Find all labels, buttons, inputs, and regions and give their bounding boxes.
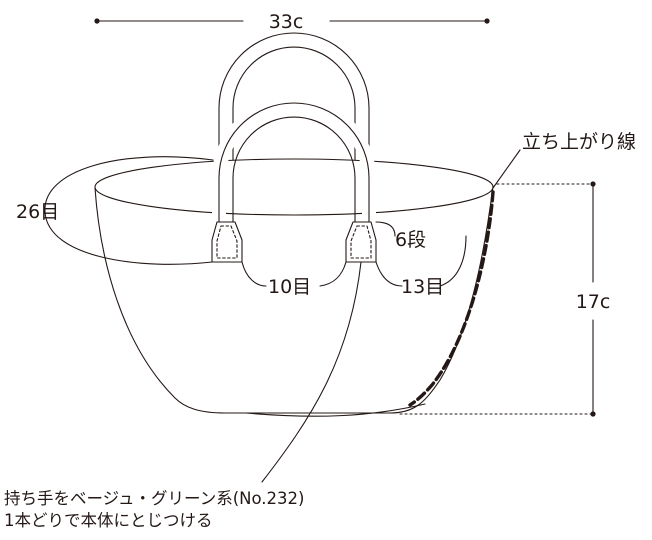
front-handle [212,96,376,229]
height-label: 17c [576,291,611,313]
dimension-dot [94,18,100,24]
stitch-bracket-26 [44,156,214,265]
bag-body [94,158,494,417]
stitches-10-label: 10目 [268,276,311,298]
rows-bracket-6 [375,221,396,237]
note-line-2: 1本どりで本体にとじつける [4,511,213,530]
width-label: 33c [269,11,304,33]
rise-line-label: 立ち上がり線 [522,131,636,153]
stitch-bracket-13-tail [439,235,467,287]
height-dimension [399,181,596,417]
back-handle [218,32,370,211]
rise-line [408,190,495,407]
dimension-dot [590,181,596,187]
stitches-26-label: 26目 [16,201,59,223]
width-dimension [94,18,490,24]
handle-tab-left [211,221,243,263]
handle-tab-right [345,221,377,263]
stitch-bracket-10 [241,261,267,287]
bag-opening [94,158,494,216]
stitches-13-label: 13目 [401,276,444,298]
note-line-1: 持ち手をベージュ・グリーン系(No.232) [4,489,304,508]
rise-line-leader [492,149,521,189]
dimension-dot [484,18,490,24]
note-leader-line [261,261,362,483]
stitch-bracket-13 [375,261,403,287]
dimension-dot [590,411,596,417]
rows-6-label: 6段 [395,229,426,251]
stitch-bracket-10-right [319,261,347,287]
